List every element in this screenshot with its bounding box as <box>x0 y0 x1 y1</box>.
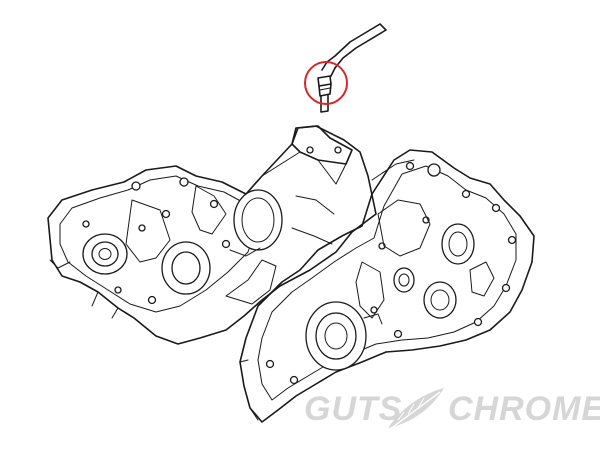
crankcase-left-half <box>47 125 377 345</box>
highlight-circle <box>304 61 348 105</box>
feather-icon <box>385 388 444 433</box>
brand-left-text: GUTS <box>304 390 402 428</box>
brand-right-text: CHROME <box>448 390 600 428</box>
watermark: GUTS CHROME <box>304 388 600 433</box>
crankcase-right-half <box>239 149 535 423</box>
fitting <box>317 75 332 113</box>
oil-line-tube <box>321 23 387 77</box>
